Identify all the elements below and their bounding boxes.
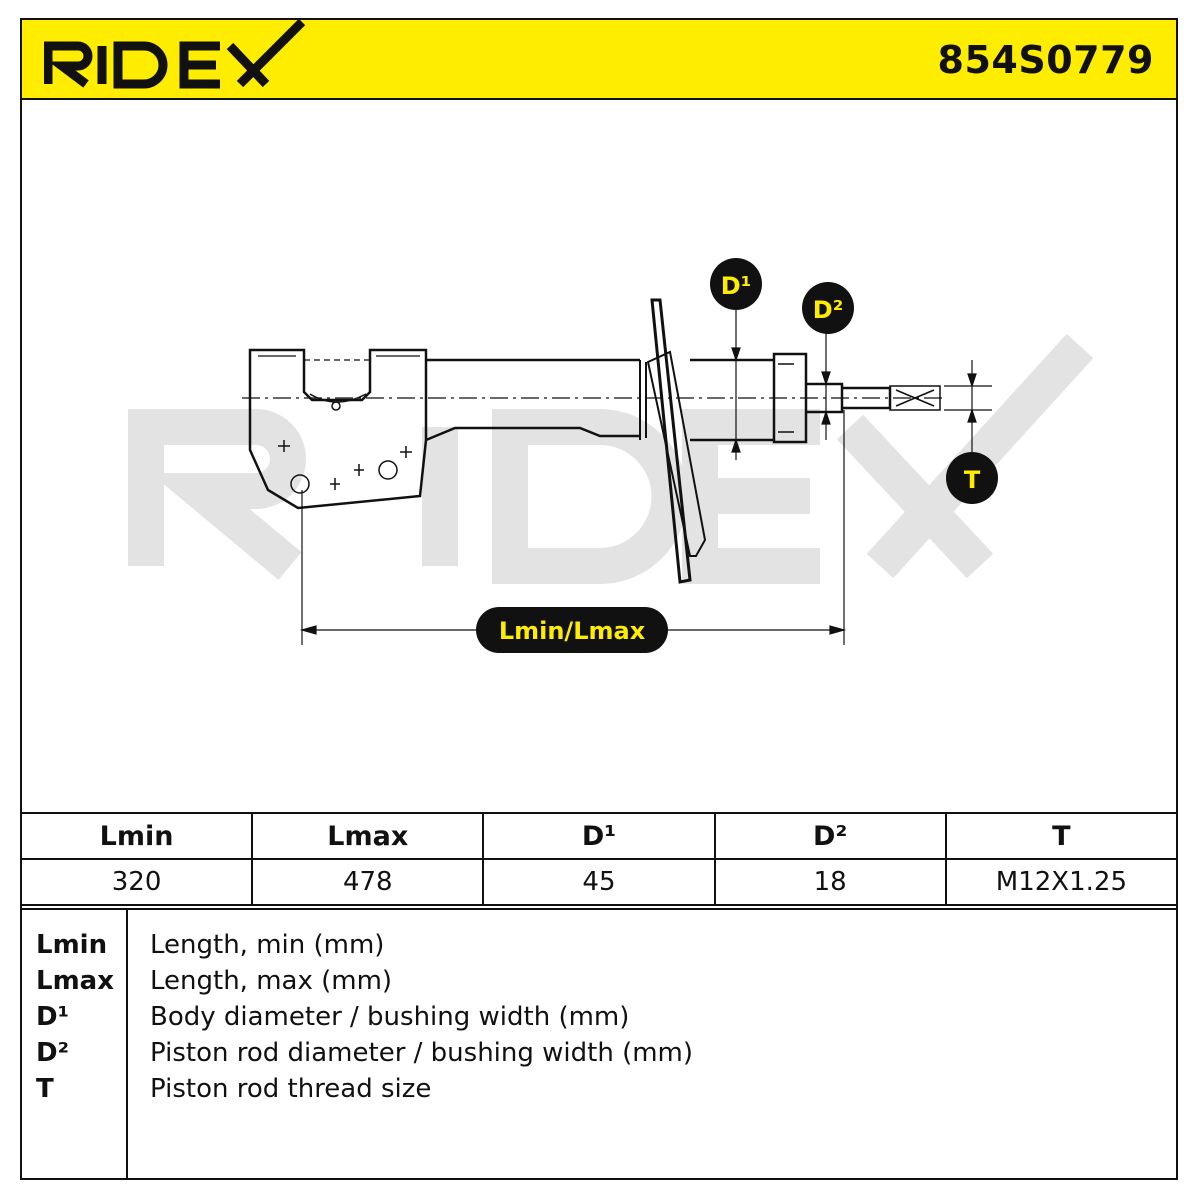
value-d1: 45 bbox=[482, 858, 716, 906]
legend-key: D² bbox=[36, 1038, 69, 1068]
t-badge: T bbox=[946, 452, 998, 504]
header-bar: 854S0779 bbox=[20, 18, 1178, 100]
legend-item: Lmax Length, max (mm) bbox=[22, 966, 1176, 1002]
legend-desc: Length, max (mm) bbox=[150, 966, 393, 996]
legend-item: D² Piston rod diameter / bushing width (… bbox=[22, 1038, 1176, 1074]
header-d2: D² bbox=[713, 812, 947, 860]
legend-key: Lmin bbox=[36, 930, 108, 960]
rod-thread bbox=[889, 385, 941, 411]
d2-badge: D² bbox=[802, 282, 854, 334]
mount-hole bbox=[290, 474, 310, 494]
legend-item: D¹ Body diameter / bushing width (mm) bbox=[22, 1002, 1176, 1038]
body-tube bbox=[425, 358, 640, 442]
legend-desc: Body diameter / bushing width (mm) bbox=[150, 1002, 630, 1032]
value-t: M12X1.25 bbox=[944, 858, 1179, 906]
header-d1: D¹ bbox=[482, 812, 716, 860]
spec-table: Lmin Lmax D¹ D² T 320 478 45 18 M12X1.25 bbox=[19, 812, 1179, 906]
legend-key: Lmax bbox=[36, 966, 114, 996]
ridex-logo bbox=[44, 20, 306, 89]
legend-desc: Length, min (mm) bbox=[150, 930, 385, 960]
spring-seat bbox=[650, 298, 692, 584]
d1-badge: D¹ bbox=[710, 258, 762, 310]
legend-item: Lmin Length, min (mm) bbox=[22, 930, 1176, 966]
legend: Lmin Length, min (mm) Lmax Length, max (… bbox=[20, 908, 1178, 1180]
legend-desc: Piston rod diameter / bushing width (mm) bbox=[150, 1038, 694, 1068]
legend-divider bbox=[126, 910, 128, 1178]
legend-desc: Piston rod thread size bbox=[150, 1074, 432, 1104]
part-number: 854S0779 bbox=[937, 38, 1154, 82]
d2-label: D² bbox=[813, 296, 843, 324]
value-d2: 18 bbox=[713, 858, 947, 906]
value-lmax: 478 bbox=[251, 858, 485, 906]
top-cap bbox=[772, 352, 808, 444]
ridex-watermark bbox=[128, 333, 1094, 584]
header-lmax: Lmax bbox=[251, 812, 485, 860]
mounting-bracket bbox=[248, 348, 428, 510]
t-label: T bbox=[964, 466, 981, 494]
legend-key: D¹ bbox=[36, 1002, 69, 1032]
value-lmin: 320 bbox=[19, 858, 254, 906]
strut-body bbox=[242, 298, 945, 584]
spec-header-row: Lmin Lmax D¹ D² T bbox=[19, 812, 1179, 860]
legend-key: T bbox=[36, 1074, 54, 1104]
length-badge: Lmin/Lmax bbox=[476, 607, 668, 653]
header-t: T bbox=[944, 812, 1179, 860]
spec-value-row: 320 478 45 18 M12X1.25 bbox=[19, 858, 1179, 906]
shock-absorber-drawing: D¹ D² T Lmin/Lmax bbox=[128, 258, 1094, 653]
legend-item: T Piston rod thread size bbox=[22, 1074, 1176, 1110]
d1-label: D¹ bbox=[721, 272, 751, 300]
header-lmin: Lmin bbox=[19, 812, 254, 860]
length-label: Lmin/Lmax bbox=[499, 617, 646, 645]
mount-hole bbox=[378, 460, 398, 480]
